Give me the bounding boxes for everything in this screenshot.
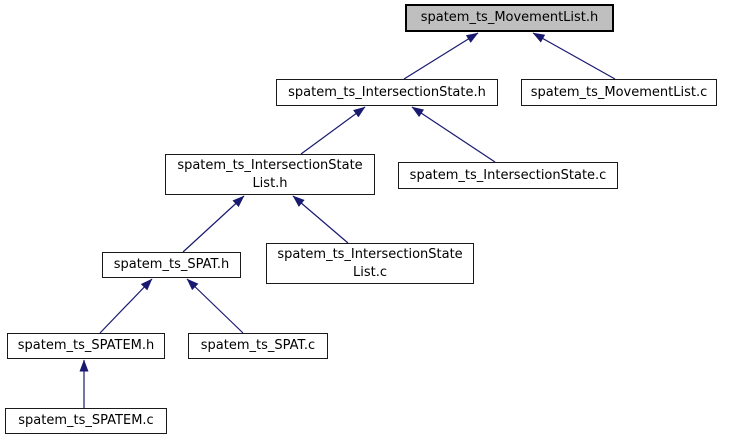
node-label-line: spatem_ts_MovementList.h [420, 10, 599, 26]
node-label-line: spatem_ts_SPAT.c [200, 338, 316, 354]
include-edge-spatem_ts_SPATEM_h-to-spatem_ts_SPAT_h [99, 278, 153, 334]
node-label-line: spatem_ts_SPAT.h [113, 257, 230, 273]
include-edge-spatem_ts_SPAT_c-to-spatem_ts_SPAT_h [186, 278, 244, 334]
graph-node-spatem_ts_IntersectionState_c[interactable]: spatem_ts_IntersectionState.c [398, 162, 618, 189]
node-label-line: spatem_ts_SPATEM.c [18, 413, 154, 429]
node-label-line: List.h [252, 175, 288, 191]
graph-node-spatem_ts_SPATEM_h[interactable]: spatem_ts_SPATEM.h [7, 333, 165, 359]
graph-node-spatem_ts_MovementList_c[interactable]: spatem_ts_MovementList.c [521, 79, 717, 106]
node-label-line: spatem_ts_SPATEM.h [17, 338, 155, 354]
graph-node-spatem_ts_SPATEM_c[interactable]: spatem_ts_SPATEM.c [5, 408, 167, 434]
graph-node-spatem_ts_SPAT_h[interactable]: spatem_ts_SPAT.h [102, 252, 241, 278]
node-label-line: spatem_ts_IntersectionState.c [409, 167, 607, 183]
node-label-line: spatem_ts_IntersectionState.h [288, 84, 486, 100]
include-edge-spatem_ts_IntersectionState_h-to-spatem_ts_MovementList_h [403, 32, 479, 80]
include-edge-spatem_ts_IntersectionStateList_c-to-spatem_ts_IntersectionStateList_h [292, 195, 349, 244]
graph-node-spatem_ts_IntersectionState_h[interactable]: spatem_ts_IntersectionState.h [276, 79, 498, 106]
include-edge-spatem_ts_SPAT_h-to-spatem_ts_IntersectionStateList_h [182, 195, 245, 253]
include-edge-spatem_ts_MovementList_c-to-spatem_ts_MovementList_h [532, 32, 616, 80]
graph-node-spatem_ts_SPAT_c[interactable]: spatem_ts_SPAT.c [188, 333, 328, 359]
node-label-line: spatem_ts_MovementList.c [530, 84, 708, 100]
node-label-line: spatem_ts_IntersectionState [177, 157, 363, 173]
node-label-line: List.c [352, 264, 387, 280]
graph-node-spatem_ts_MovementList_h[interactable]: spatem_ts_MovementList.h [405, 4, 614, 32]
node-label-line: spatem_ts_IntersectionState [277, 246, 463, 262]
include-edge-spatem_ts_IntersectionStateList_h-to-spatem_ts_IntersectionState_h [300, 106, 366, 155]
include-edge-spatem_ts_IntersectionState_c-to-spatem_ts_IntersectionState_h [411, 106, 496, 163]
